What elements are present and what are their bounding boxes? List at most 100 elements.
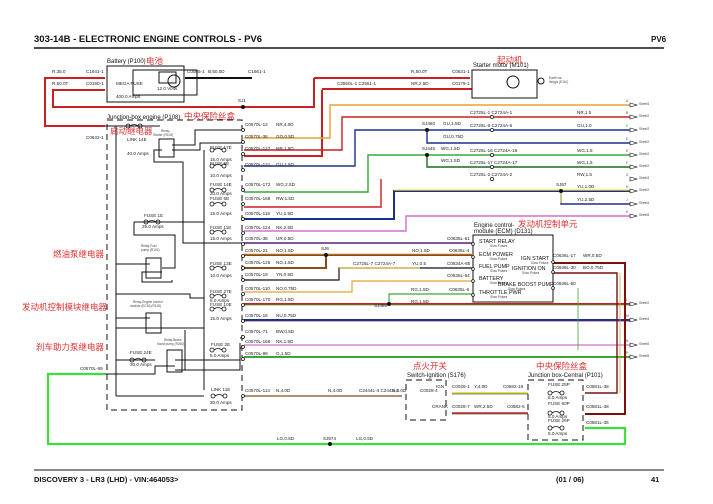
connector-pin [241, 231, 245, 235]
wire-label: RG,1.5D [411, 299, 430, 304]
fuse-11e-rating: 15.0 Amps [210, 236, 232, 241]
connector-label: C0581L-35 [586, 420, 609, 425]
relay-starter-box [158, 138, 175, 158]
fuse-name: LINK 14E [127, 137, 147, 142]
annotation-ecm: 发动机控制单元 [518, 219, 578, 230]
fuse-25p-name: FUSE 25P [548, 382, 570, 387]
jbox-wire-label: NR,1.5D [276, 146, 294, 151]
connector-pin [241, 394, 245, 398]
connector-pin [241, 140, 245, 144]
ecm-pin-signal: Slow Pulses [490, 295, 508, 299]
sheet-arrow-icon [629, 342, 639, 348]
ecm-pin [551, 286, 555, 290]
sheet-arrow-icon [629, 188, 639, 194]
fuse-60p-name: FUSE 60P [548, 401, 570, 406]
fuse-icon [209, 187, 227, 193]
connector-pin [241, 266, 245, 270]
ignition-switch-outline [405, 379, 447, 421]
sheet-letter: M [626, 314, 629, 318]
sheet-reference: Sheet4 [639, 201, 649, 205]
fuse-10e-name: FUSE 10E [210, 302, 232, 307]
relay-ecm-box [145, 312, 162, 334]
ecm-pin [471, 293, 475, 297]
jbox-connector-label: C0570L-121 [245, 162, 271, 167]
sheet-letter: F [626, 161, 628, 165]
connector-pin [241, 202, 245, 206]
sheet-letter: J [626, 198, 628, 202]
inline-connector-icon [490, 128, 494, 132]
earth-label-2: fixings (E110) [549, 80, 568, 84]
relay-label: Relay-Fuel [141, 244, 157, 248]
jbox-wire-label: YU,2.5D [276, 211, 294, 216]
ecm-right-pin-label: IGN START [521, 256, 550, 262]
connector-label: C0636L-30 [553, 265, 576, 270]
wire-label: R,50.0T [52, 81, 69, 86]
splice-label: SJ445 [422, 146, 435, 151]
connector-pin [241, 278, 245, 282]
sheet-wire-label: WG,1.5 [577, 160, 593, 165]
ecm-pin [471, 242, 475, 246]
fuse-13e-name: FUSE 13E [210, 261, 232, 266]
sheet-arrow-icon [629, 176, 639, 182]
sheet-letter: G [626, 173, 629, 177]
ecm-left-pin-label: START RELAY [479, 239, 515, 245]
sheet-reference: Sheet3 [639, 176, 649, 180]
splice-sj574 [328, 442, 332, 446]
connector-label: C0636L-17 [553, 253, 576, 258]
footer-vehicle: DISCOVERY 3 - LR3 (LHD) - VIN:464053> [34, 475, 179, 484]
fuse-26p-name: FUSE 26P [548, 418, 570, 423]
wire-label: RG,1.5D [411, 287, 430, 292]
jbox-connector-label: C0570L-166 [245, 339, 271, 344]
wire-label: WG,1.5D [441, 158, 461, 163]
fuse-10e-rating: 15.0 Amps [210, 316, 232, 321]
annotation-brake-boost-relay: 刹车助力泵继电器 [36, 342, 105, 353]
fuse-icon [210, 393, 228, 399]
connector-pin [241, 357, 245, 361]
connector-pin [241, 152, 245, 156]
sheet-wire-label: RW,1.5 [577, 172, 592, 177]
wire-label: GU,0.75D [443, 134, 464, 139]
sheet-reference: Sheet2 [639, 164, 649, 168]
sheet-letter: E [626, 149, 628, 153]
splice-sj6 [324, 253, 328, 257]
wire-label: R,35.0 [52, 69, 66, 74]
fuse-25p-rating: 5.0 Amps [548, 395, 568, 400]
splice-label: SJ574 [323, 436, 336, 441]
ecm-pin [471, 279, 475, 283]
fuse-27e-name: FUSE 27E [210, 289, 232, 294]
page-title: 303-14B - ELECTRONIC ENGINE CONTROLS - P… [34, 34, 262, 45]
sheet-letter: P [626, 351, 628, 355]
jbox-wire-label: YN,0.5D [276, 272, 294, 277]
connector-label: C0632-1 [86, 135, 104, 140]
fuse-icon [209, 201, 227, 207]
jbox-connector-label: C0570L-124 [245, 225, 271, 230]
wire-label: B,50.0D [208, 69, 225, 74]
wire-nr40d [244, 90, 323, 157]
splice-sj480 [425, 128, 429, 132]
fuse-icon [209, 265, 227, 271]
fuse-60p-rating: 5.0 Amps [548, 414, 568, 419]
ecm-label-2: module (ECM) (D131) [474, 229, 533, 235]
ecm-pin [471, 267, 475, 271]
sheet-letter: K [626, 210, 629, 214]
jbox-wire-label: NU,0.75D [276, 313, 297, 318]
fuse-14e-rating: 20.0 Amps [210, 191, 232, 196]
jbox-connector-label: C0570L-172 [245, 182, 271, 187]
fuse-11e-name: FUSE 11E [210, 225, 231, 230]
sheet-reference: Sheet2 [639, 152, 649, 156]
connector-label: C2444L-4 C2443-4 [359, 388, 399, 393]
link-11e-rating: 30.0 Amps [210, 400, 232, 405]
ecm-pin-signal: Slow Pulses [508, 287, 526, 291]
connector-label: C0179-1 [452, 81, 470, 86]
fuse-icon [129, 357, 147, 363]
connector-label: C0085-1 [187, 69, 205, 74]
fuse-icon [547, 425, 565, 431]
wire-rg15d-ecm [388, 293, 472, 304]
relay-fuel-pump-box [145, 257, 162, 279]
inline-connector-label: C2725L-16 C2724A-16 [470, 148, 518, 153]
annotation-fuel-pump-relay: 燃油泵继电器 [53, 249, 105, 260]
connector-label: C0581L-38 [586, 384, 609, 389]
starter-motor-symbol [167, 74, 181, 88]
